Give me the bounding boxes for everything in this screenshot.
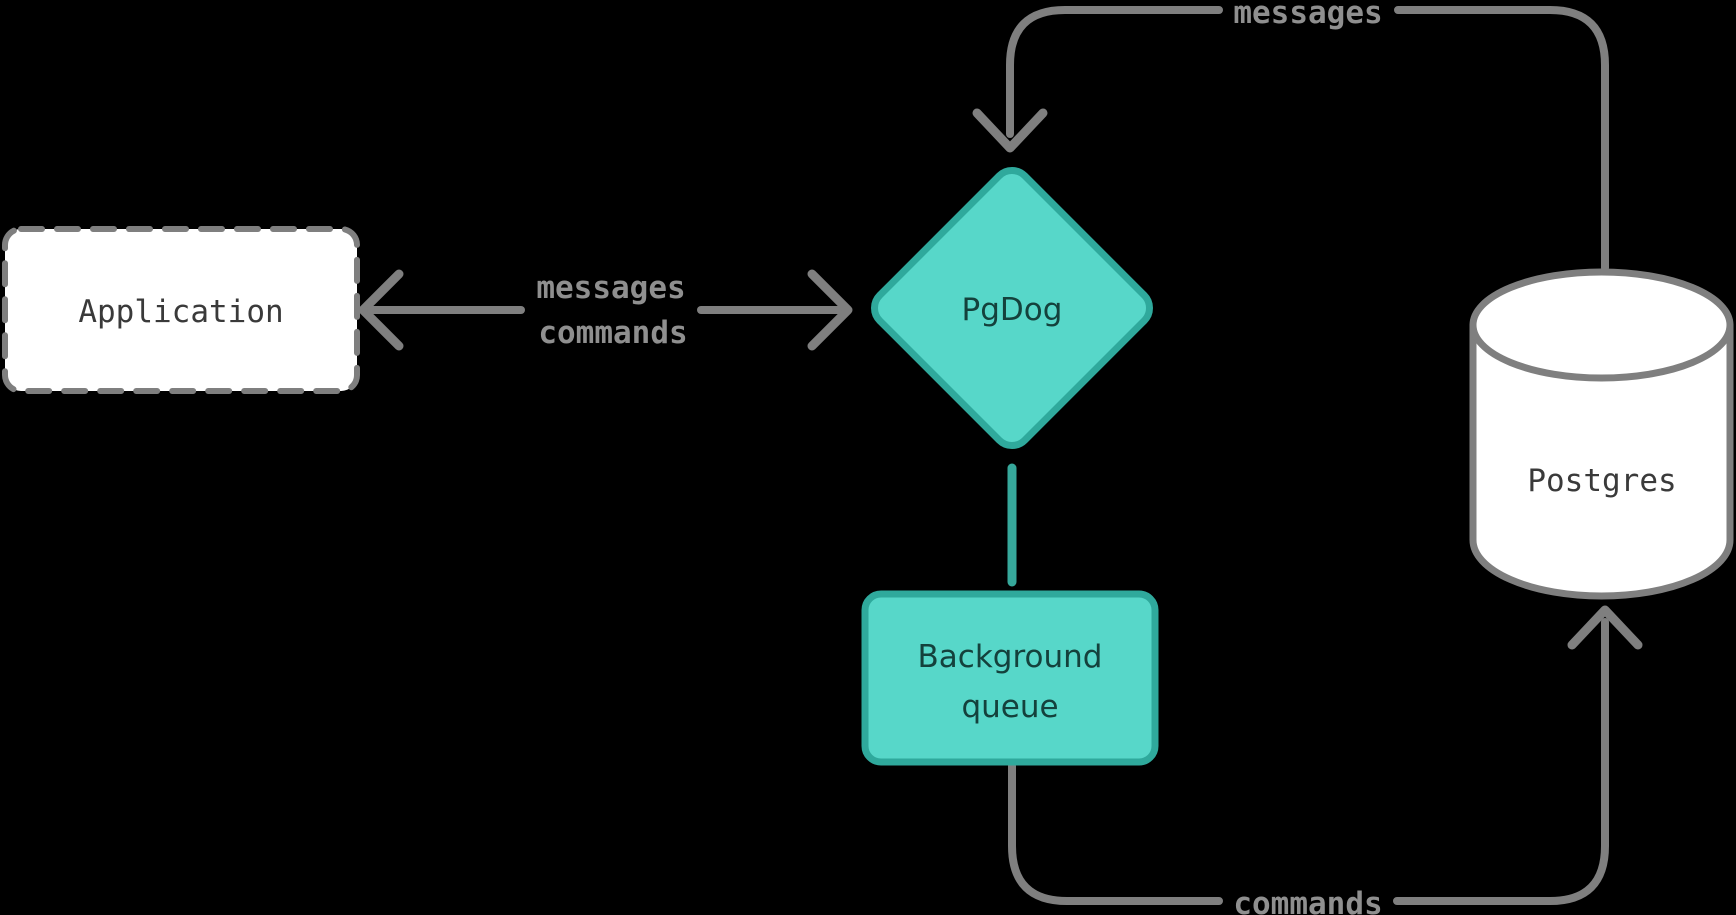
edge-queue-to-postgres: commands [1008,605,1643,915]
pgdog-label: PgDog [962,292,1063,328]
postgres-node: Postgres [1469,268,1734,600]
arrow-down-icon [972,108,1048,153]
edge-queue-to-postgres-left-segment [1008,762,1223,905]
background-queue-node: Background queue [861,590,1159,766]
background-queue-label-line2: queue [961,689,1058,725]
application-node: Application [2,226,360,394]
edge-queue-to-postgres-right-segment [1393,618,1609,905]
edge-label-messages-top: messages [1233,0,1382,31]
edge-label-commands-bottom: commands [1233,886,1382,915]
edge-postgres-to-pgdog-right-segment [1394,6,1609,272]
background-queue-label-line1: Background [918,639,1103,675]
edge-label-messages-middle: messages [536,270,685,306]
edge-postgres-to-pgdog: messages [972,0,1609,272]
background-queue-box [861,590,1159,766]
postgres-cylinder-top [1469,268,1734,382]
pgdog-node: PgDog [870,166,1154,450]
application-box [2,226,360,394]
arrow-up-icon [1567,605,1643,650]
edge-app-pgdog: messages commands [358,269,853,351]
arrow-right-icon [807,269,853,351]
edge-postgres-to-pgdog-left-segment [1006,6,1223,138]
pgdog-diamond [870,166,1154,450]
postgres-label: Postgres [1527,463,1676,499]
postgres-cylinder-body [1469,321,1734,600]
arrow-left-icon [358,269,404,351]
edge-label-commands-middle: commands [538,315,687,351]
application-label: Application [78,294,283,330]
